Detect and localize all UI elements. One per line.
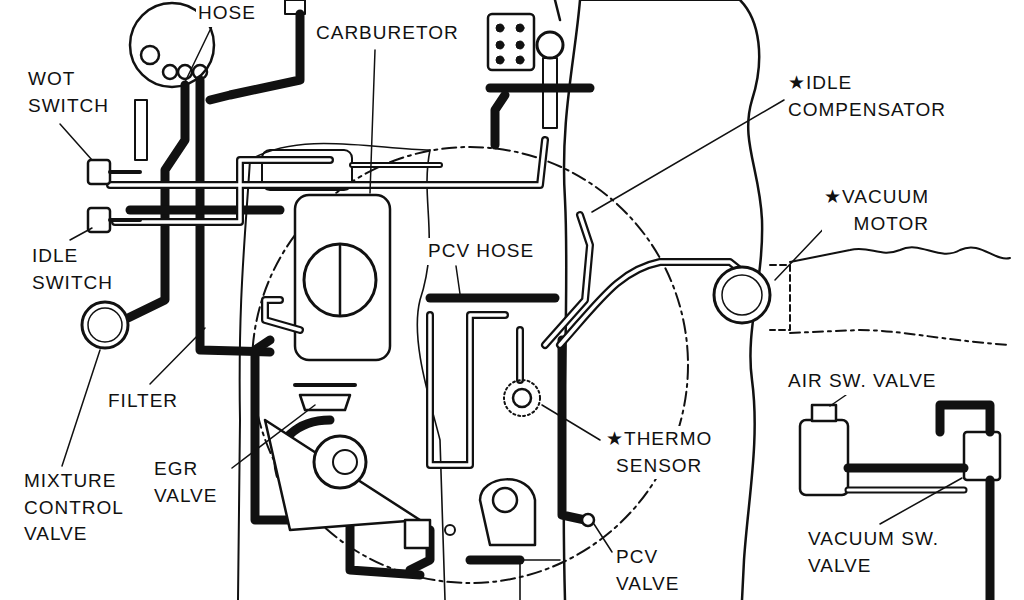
part-label: ★VACUUM MOTOR <box>822 184 931 237</box>
part-label: PCV VALVE <box>614 544 681 597</box>
part-label: AIR SW. VALVE <box>786 368 939 395</box>
part-label: MIXTURE CONTROL VALVE <box>22 468 125 548</box>
part-label: VACUUM SW. VALVE <box>806 526 970 579</box>
part-label: WOT SWITCH <box>26 66 111 119</box>
part-label: FILTER <box>106 388 180 415</box>
part-label: ★IDLE COMPENSATOR <box>786 70 948 123</box>
part-label: HOSE <box>196 0 258 27</box>
part-label: CARBURETOR <box>314 20 461 47</box>
part-label: PCV HOSE <box>426 238 536 265</box>
part-label: IDLE SWITCH <box>30 243 115 296</box>
part-label: EGR VALVE <box>152 456 219 509</box>
part-label: ★THERMO SENSOR <box>604 426 714 479</box>
